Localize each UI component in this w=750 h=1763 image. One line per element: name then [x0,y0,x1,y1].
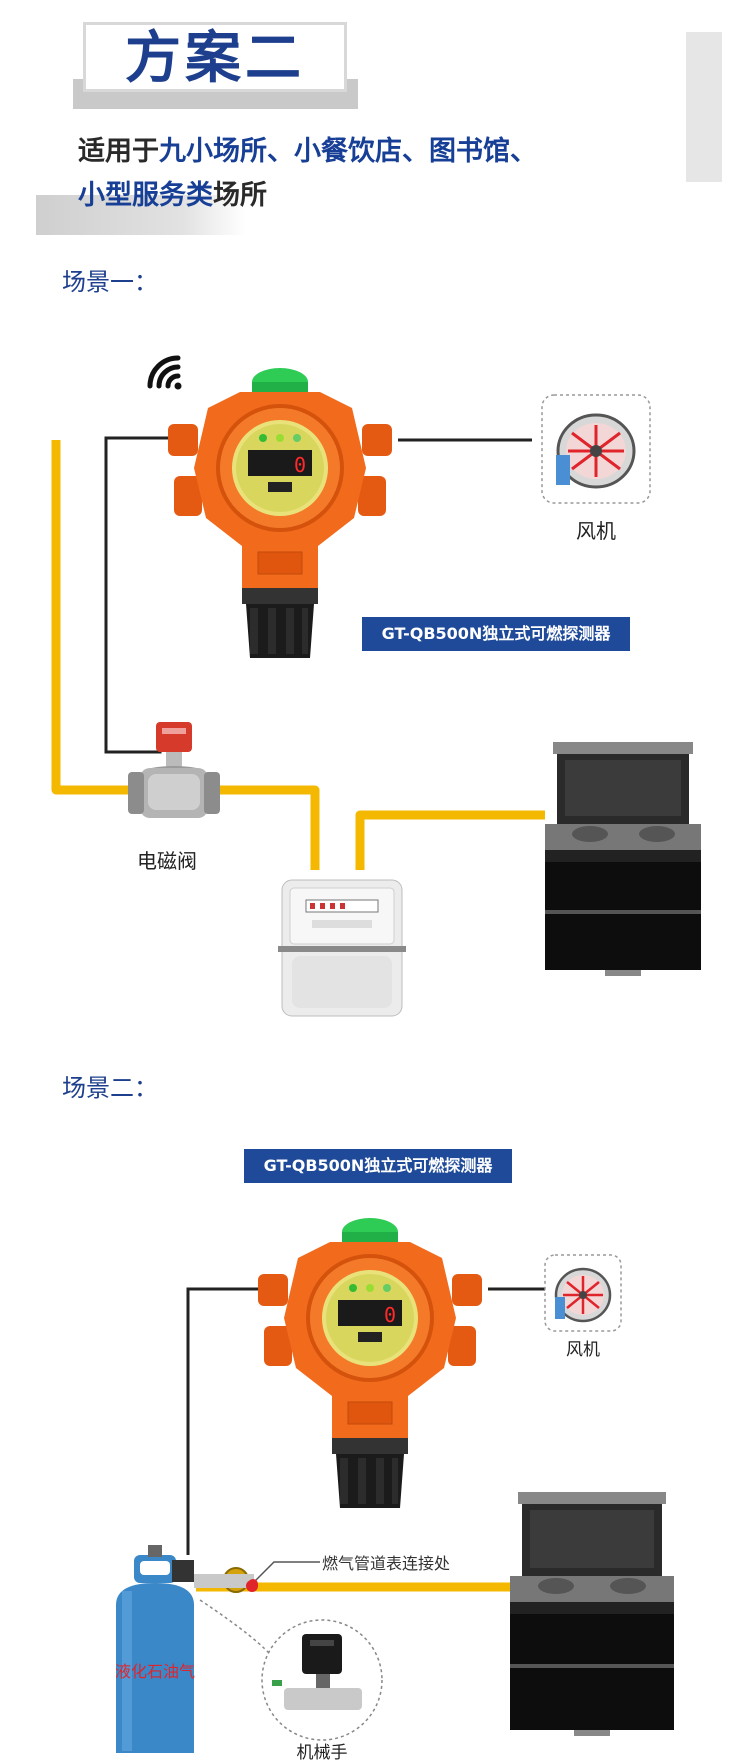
scene-2-pipe-note: 燃气管道表连接处 [322,1554,451,1573]
subtitle-suffix: 场所 [213,180,267,211]
scene-2-lpg-cylinder [116,1545,194,1753]
scene-1-fan-icon [541,394,651,504]
scene-2-gas-detector: 0 [258,1218,482,1508]
scene-2-fan-label: 风机 [566,1340,600,1360]
scene-2-manipulator-label: 机械手 [296,1743,348,1763]
scene-1-stove-icon [545,742,701,976]
scene-2-fan-icon [544,1254,622,1332]
subtitle-shadow-band [36,195,246,235]
scene-2-detector-model-label: GT-QB500N独立式可燃探测器 [244,1149,512,1183]
scene-2-pipe-note-leader [253,1561,320,1583]
page-subtitle: 适用于九小场所、小餐饮店、图书馆、 小型服务类场所 [78,130,638,218]
scene-1-gas-detector: 0 [168,368,392,658]
decorative-side-bar [686,32,722,182]
subtitle-highlight-2: 小型服务类 [78,180,213,211]
scene-1-fan-label: 风机 [576,519,616,543]
scene-2-manipulator-callout [199,1599,383,1741]
scene-2-stove-icon [510,1492,674,1736]
scene-1-solenoid-valve [128,722,220,818]
subtitle-prefix: 适用于 [78,136,159,167]
scene-2-label: 场景二： [62,1074,158,1102]
wifi-icon [147,355,182,390]
page-title: 方案二 [125,26,305,91]
scene-1-valve-label: 电磁阀 [137,849,197,873]
subtitle-highlight-1: 九小场所、小餐饮店、图书馆、 [159,136,537,167]
scene-2-signal-wires [186,1287,545,1555]
scene-1-detector-model-label: GT-QB500N独立式可燃探测器 [362,617,630,651]
scene-2-cylinder-label: 液化石油气 [114,1662,195,1681]
title-frame [83,22,347,92]
scene-1-gas-pipe [51,440,545,870]
scene-2-pipe-joint-marker [248,1579,258,1589]
scene-1-label: 场景一： [62,268,158,296]
scene-2-detector-reading: 0 [384,1303,396,1327]
scene-2-cylinder-valve [172,1560,258,1593]
scene-1-detector-reading: 0 [294,453,306,477]
scene-1-gas-meter [278,879,406,1017]
